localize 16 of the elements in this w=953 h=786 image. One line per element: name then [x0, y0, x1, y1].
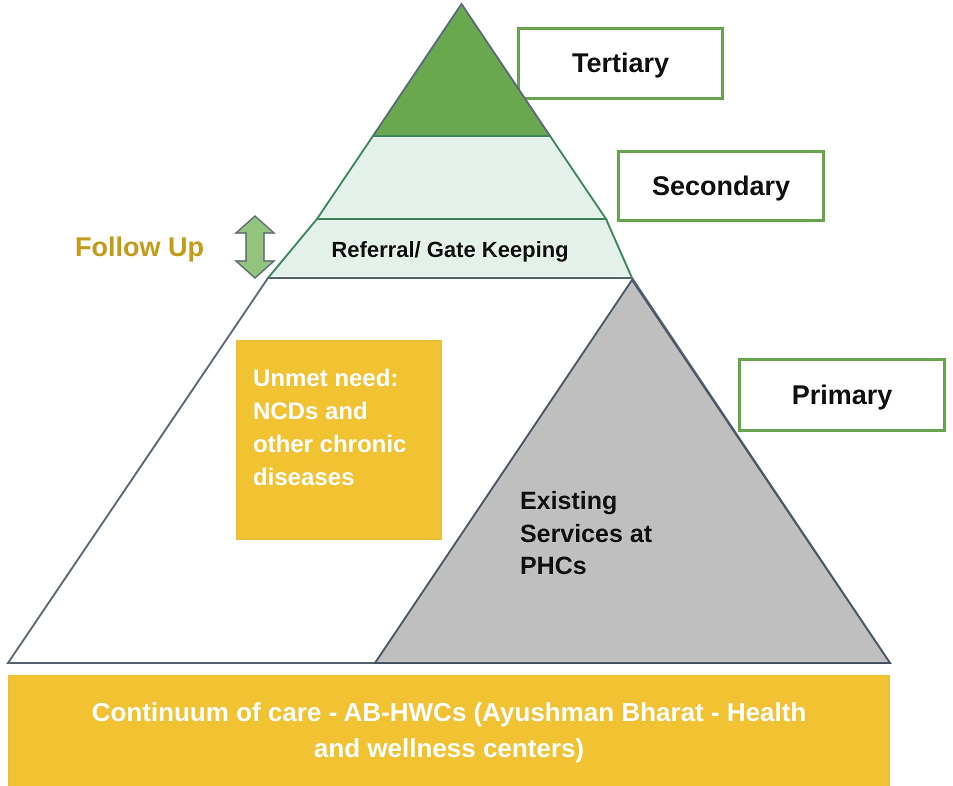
- side-label: Follow Up: [75, 232, 204, 263]
- level-box: [617, 150, 825, 222]
- banner-bar: [8, 675, 890, 786]
- triangle-tier: [373, 4, 550, 136]
- level-label: Tertiary: [572, 48, 670, 79]
- tier-label: Existing Services at PHCs: [520, 486, 654, 582]
- tier-label: Referral/ Gate Keeping: [330, 236, 570, 264]
- level-box: [517, 27, 724, 100]
- banner-text: Continuum of care - AB-HWCs (Ayushman Bharat - Health and wellness centers): [90, 696, 808, 764]
- level-label: Secondary: [652, 170, 790, 202]
- pyramid-band: [317, 136, 606, 219]
- highlight-box: [236, 340, 442, 540]
- pyramid-base: [8, 278, 890, 663]
- level-box: [738, 358, 946, 432]
- level-label: Primary: [792, 380, 892, 410]
- box-text: Unmet need: NCDs and other chronic diseases: [253, 364, 408, 494]
